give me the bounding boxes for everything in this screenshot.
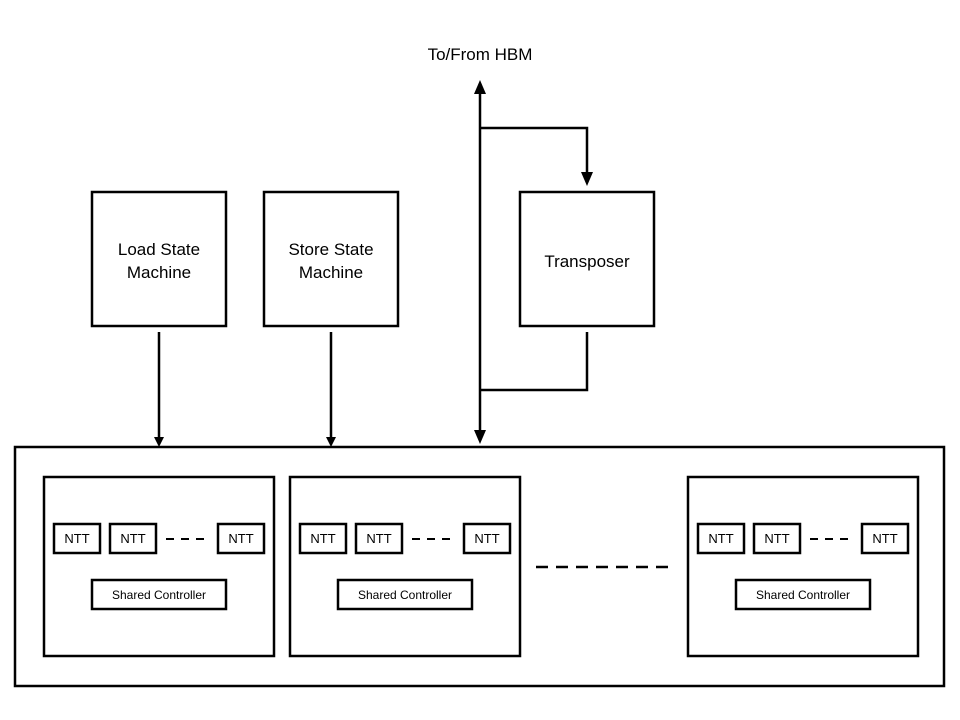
ntt-unit — [216, 522, 266, 555]
transposer-label: Transposer — [544, 252, 630, 271]
load-sm-label-line2: Machine — [127, 263, 191, 282]
cluster-box — [686, 475, 920, 658]
shared-controller-label: Shared Controller — [358, 588, 452, 602]
ntt-label: NTT — [764, 531, 789, 546]
from-transposer-line — [480, 332, 589, 392]
ntt-unit — [52, 522, 102, 555]
ntt-cluster-3: NTT NTT NTT Shared Controller — [686, 475, 920, 658]
ntt-label: NTT — [64, 531, 89, 546]
ntt-label: NTT — [120, 531, 145, 546]
ntt-cluster-2: NTT NTT NTT Shared Controller — [288, 475, 522, 658]
cluster-box — [288, 475, 522, 658]
store-sm-label-line2: Machine — [299, 263, 363, 282]
to-transposer-arrowhead — [581, 172, 593, 186]
ntt-label: NTT — [310, 531, 335, 546]
cluster-box — [42, 475, 276, 658]
shared-controller-label: Shared Controller — [756, 588, 850, 602]
store-state-machine-box — [262, 190, 400, 328]
ntt-unit — [108, 522, 158, 555]
to-transposer-line — [480, 126, 589, 178]
hbm-up-arrowhead — [474, 80, 486, 94]
ntt-label: NTT — [366, 531, 391, 546]
ntt-unit — [354, 522, 404, 555]
load-sm-label-line1: Load State — [118, 240, 200, 259]
shared-controller-box — [336, 578, 474, 611]
ntt-unit — [860, 522, 910, 555]
ntt-label: NTT — [228, 531, 253, 546]
ntt-unit — [752, 522, 802, 555]
ntt-cluster-1: NTT NTT NTT Shared Controller — [42, 475, 276, 658]
ntt-unit — [696, 522, 746, 555]
shared-controller-box — [734, 578, 872, 611]
ntt-label: NTT — [708, 531, 733, 546]
store-sm-label-line1: Store State — [288, 240, 373, 259]
ntt-unit — [298, 522, 348, 555]
hbm-label: To/From HBM — [428, 45, 533, 64]
transposer-box — [518, 190, 656, 328]
load-state-machine-box — [90, 190, 228, 328]
ntt-label: NTT — [872, 531, 897, 546]
hbm-down-arrowhead — [474, 430, 486, 444]
shared-controller-label: Shared Controller — [112, 588, 206, 602]
shared-controller-box — [90, 578, 228, 611]
ntt-unit — [462, 522, 512, 555]
ntt-label: NTT — [474, 531, 499, 546]
ntt-array-container — [13, 445, 946, 688]
